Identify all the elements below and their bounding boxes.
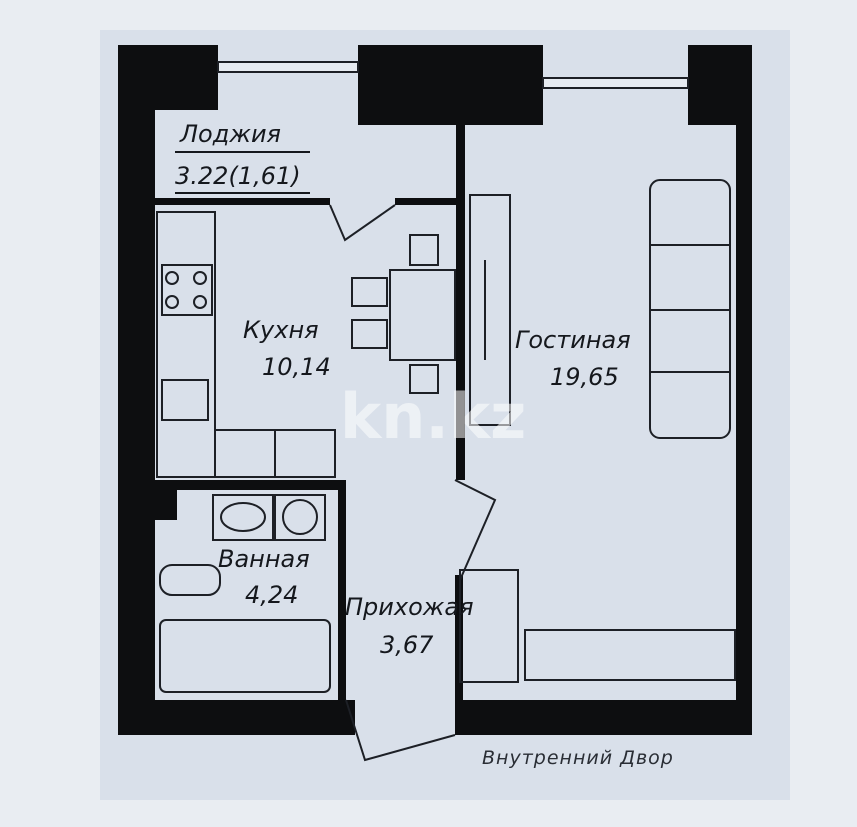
doors (329, 204, 497, 762)
room-name-loggia: Лоджия (179, 120, 281, 148)
courtyard-label: Внутренний Двор (482, 747, 674, 769)
windows (217, 61, 689, 89)
room-area-living: 19,65 (550, 363, 619, 391)
bathroom-fixtures (159, 494, 331, 693)
room-name-kitchen: Кухня (243, 316, 319, 344)
watermark-logo: kn.kz (340, 380, 526, 453)
room-area-hallway: 3,67 (380, 631, 434, 659)
room-name-bathroom: Ванная (218, 545, 310, 573)
room-name-hallway: Прихожая (345, 593, 474, 621)
room-area-loggia: 3.22(1,61) (175, 162, 301, 190)
kitchen-fixtures (156, 211, 456, 478)
room-area-kitchen: 10,14 (262, 353, 331, 381)
living-fixtures (459, 179, 736, 683)
room-area-bathroom: 4,24 (245, 581, 298, 609)
room-name-living: Гостиная (515, 326, 631, 354)
